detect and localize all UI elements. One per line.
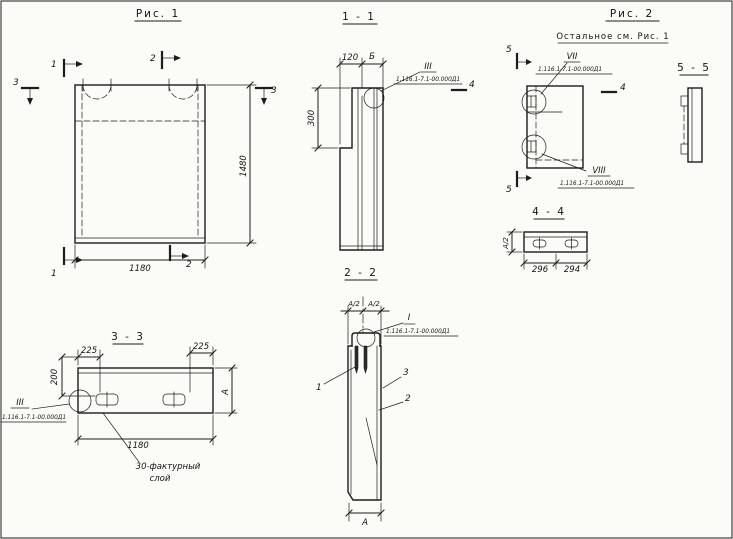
section-5-5-tab-bottom bbox=[680, 143, 689, 155]
section-2-2-title: 2 - 2 bbox=[344, 267, 378, 279]
texture-layer-note-line1: 30-фактурный bbox=[136, 462, 201, 472]
section-3-3-dim-225-right: 225 bbox=[186, 342, 217, 393]
section-2-2-weld-callout-circle bbox=[356, 328, 376, 348]
fig1-cut-1: 1 1 bbox=[51, 58, 83, 279]
dim-a-label-33: А bbox=[221, 389, 231, 396]
section-3-3-dim-200: 200 bbox=[50, 353, 96, 400]
dim-a2-right-label-22: А/2 bbox=[367, 300, 380, 308]
fig1-dim-height-label: 1480 bbox=[239, 155, 249, 177]
section-1-1-weld-callout-circle bbox=[363, 87, 385, 109]
fig1-cut-2: 2 2 bbox=[150, 50, 192, 270]
section-1-1-dim-300: 300 bbox=[307, 84, 351, 152]
dim-296-label: 296 bbox=[532, 265, 549, 275]
fig1-dim-width: 1180 bbox=[71, 244, 209, 274]
fig2-outline bbox=[526, 85, 584, 169]
section-4-4-dim-bottom: 296 294 bbox=[520, 253, 591, 275]
section-3-3-title: 3 - 3 bbox=[111, 331, 145, 343]
section-5-5-tab-top bbox=[680, 95, 689, 107]
cut-5-label-bottom: 5 bbox=[506, 185, 512, 195]
fig2-anchor-plate-top bbox=[526, 95, 537, 108]
dim-a2-label-44: А/2 bbox=[502, 237, 510, 250]
texture-layer-note-line2: слой bbox=[150, 474, 171, 484]
section-2-2-cap bbox=[351, 332, 381, 347]
weld-mark-iii-label: III bbox=[424, 62, 432, 72]
dim-225-right-label: 225 bbox=[193, 342, 209, 352]
cut-3-label-left: 3 bbox=[13, 78, 19, 88]
fig2-weld-callout-top-circle bbox=[521, 89, 547, 115]
dim-225-left-label: 225 bbox=[81, 346, 97, 356]
section-2-2-view: 2 - 2 А/2 А/2 I 1.116.1-7.1-00.000Д1 1 3… bbox=[316, 267, 459, 528]
weld-mark-i-label: I bbox=[408, 313, 411, 323]
fig1-cut-3: 3 3 bbox=[13, 78, 277, 105]
section-4-4-view: 4 - 4 А/2 296 294 bbox=[502, 206, 591, 275]
section-1-1-dim-top: 120 Б bbox=[336, 52, 387, 145]
section-2-2-anchor-leg-right bbox=[363, 345, 368, 375]
cut-2-label-top: 2 bbox=[150, 54, 156, 64]
section-1-1-view: 1 - 1 III 1.116.1-7.1-00.000Д1 4 120 Б bbox=[307, 11, 475, 251]
cut-1-label-top: 1 bbox=[51, 60, 57, 70]
fig2-title: Рис. 2 bbox=[610, 8, 654, 20]
doc-code-fig2-top: 1.116.1-7.1-00.000Д1 bbox=[538, 67, 602, 73]
dim-a2-left-label-22: А/2 bbox=[347, 300, 360, 308]
section-3-3-outline bbox=[77, 367, 214, 414]
section-1-1-outline bbox=[339, 87, 384, 251]
fig1-view: Рис. 1 1 1 2 bbox=[13, 8, 277, 279]
doc-code-sec33: 1.116.1-7.1-00.000Д1 bbox=[2, 415, 66, 421]
cut-1-label-bottom: 1 bbox=[51, 269, 57, 279]
texture-layer-leader bbox=[102, 412, 140, 463]
fig2-anchor-plate-bottom bbox=[526, 140, 537, 153]
fig1-title: Рис. 1 bbox=[136, 8, 180, 20]
section-4-4-dim-side: А/2 bbox=[502, 228, 523, 256]
dim-120-label: 120 bbox=[342, 53, 358, 63]
fig1-panel-outline bbox=[74, 84, 206, 244]
section-3-3-view: 3 - 3 III 1.116.1-7.1-00.000Д1 225 225 bbox=[0, 331, 238, 484]
section-5-5-title: 5 - 5 bbox=[677, 62, 711, 74]
doc-code-fig2-bottom: 1.116.1-7.1-00.000Д1 bbox=[560, 181, 624, 187]
section-5-5-outline bbox=[687, 87, 703, 163]
doc-code-sec11: 1.116.1-7.1-00.000Д1 bbox=[396, 77, 460, 83]
fig1-lift-notch-left bbox=[82, 84, 112, 100]
fig2-cut-5: 5 5 bbox=[506, 45, 532, 195]
fig1-lift-notch-right bbox=[168, 84, 198, 100]
cut-5-label-top: 5 bbox=[506, 45, 512, 55]
section-3-3-dim-225-left: 225 bbox=[74, 346, 104, 393]
section-1-1-title: 1 - 1 bbox=[342, 11, 376, 23]
dim-300-label: 300 bbox=[307, 110, 317, 126]
fig2-note: Остальное см. Рис. 1 bbox=[556, 32, 669, 42]
weld-mark-viii-label: VIII bbox=[592, 166, 606, 176]
cut-4-label-fig2: 4 bbox=[620, 83, 626, 93]
part-2-label: 2 bbox=[405, 394, 411, 404]
part-1-label: 1 bbox=[316, 383, 322, 393]
section-4-4-outline bbox=[523, 231, 588, 253]
weld-mark-vii-label: VII bbox=[567, 52, 578, 62]
section-2-2-dim-bottom: А bbox=[345, 502, 385, 528]
section-2-2-anchor-leg-left bbox=[354, 345, 359, 375]
cut-3-label-right: 3 bbox=[271, 86, 277, 96]
dim-a-label-22: А bbox=[361, 518, 368, 528]
fig2-view: Рис. 2 Остальное см. Рис. 1 VII 1.116.1-… bbox=[506, 8, 669, 195]
section-2-2-body-outline bbox=[347, 345, 382, 501]
doc-code-sec22: 1.116.1-7.1-00.000Д1 bbox=[386, 329, 450, 335]
cut-4-label-sec11: 4 bbox=[469, 80, 475, 90]
dim-294-label: 294 bbox=[564, 265, 580, 275]
section-4-4-title: 4 - 4 bbox=[532, 206, 566, 218]
dim-1180-label-33: 1180 bbox=[127, 441, 149, 451]
dim-200-label: 200 bbox=[50, 369, 60, 385]
fig1-dim-height: 1480 bbox=[206, 81, 257, 247]
fig2-weld-callout-bottom-circle bbox=[521, 134, 547, 160]
weld-mark-iii-label-33: III bbox=[16, 398, 24, 408]
part-3-label: 3 bbox=[403, 368, 409, 378]
section-3-3-dim-a: А bbox=[214, 364, 238, 417]
section-3-3-weld-callout-circle bbox=[68, 389, 92, 413]
section-3-3-dim-1180: 1180 bbox=[74, 414, 217, 451]
dim-b-label: Б bbox=[369, 52, 375, 62]
section-5-5-view: 5 - 5 bbox=[677, 62, 711, 163]
fig1-dim-width-label: 1180 bbox=[129, 264, 151, 274]
cut-2-label-bottom: 2 bbox=[186, 260, 192, 270]
